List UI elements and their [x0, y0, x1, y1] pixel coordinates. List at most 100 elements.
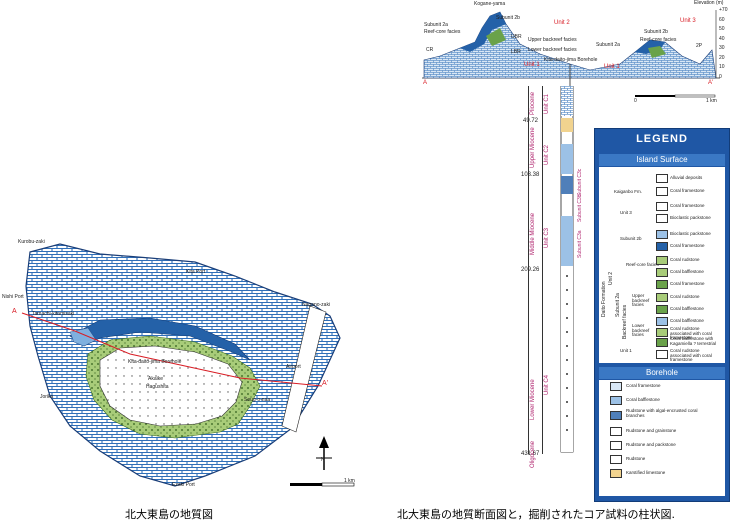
label-nagano-zaki: Nagano-zaki	[302, 302, 331, 308]
label-kita-port: Kita Port	[186, 269, 206, 275]
map-caption: 北大東島の地質図	[125, 508, 213, 521]
legend-unit-unit1: Unit 1	[620, 348, 632, 353]
legend-label-2b-frame: Coral framestone	[670, 243, 705, 248]
epoch-oligocene: Oligocene	[530, 440, 536, 468]
sec-subunit2a-mid: Subunit 2a	[596, 42, 620, 48]
unit-c2: Unit C2	[544, 144, 550, 165]
legend-label-ub-baffle: Coral bafflestone	[670, 306, 704, 311]
epoch-pliocene: Pliocene	[530, 91, 536, 115]
legend-bh-label-2: Rudstone with algal-encrusted coral bran…	[626, 408, 698, 418]
sec-reefcore-right: Reef-core facies	[640, 37, 677, 43]
unit-c3: Unit C3	[544, 227, 550, 248]
label-north: N	[321, 457, 325, 463]
legend-bh-swatch-4	[610, 441, 622, 450]
legend-borehole-rows: Coral framestone Coral bafflestone Rudst…	[598, 379, 724, 495]
legend-swatch-alluvial	[656, 174, 668, 183]
epoch-middle-miocene: Middle Miocene	[530, 212, 536, 255]
legend-label-ub-rud: Coral rudstone	[670, 294, 700, 299]
subunit-c3c: Subunit C3c	[577, 168, 583, 196]
reef-rim	[69, 317, 251, 361]
sec-subunit2b-right: Subunit 2b	[644, 29, 668, 35]
legend-borehole: Borehole	[599, 367, 725, 379]
sec-elev-title: Elevation (m)	[694, 0, 724, 6]
legend-swatch-ub-rud	[656, 293, 668, 302]
legend-label-kaiganbo: Coral framestone	[670, 188, 705, 193]
unit-c4: Unit C4	[544, 374, 550, 395]
north-arrow-icon	[316, 436, 332, 470]
core-depth-3: 209.26	[521, 267, 540, 273]
sec-a: A	[423, 80, 428, 86]
legend-label-lb-baffle: Coral bafflestone	[670, 318, 704, 323]
label-ezaki-port: Ezaki Port	[172, 482, 195, 488]
sec-lower-backreef: Lower backreef facies	[528, 47, 577, 53]
sec-scale-1: 1 km	[706, 98, 717, 104]
legend-label-rc-rud: Coral rudstone	[670, 257, 700, 262]
map-scale-label: 1 km	[344, 478, 355, 484]
sec-borehole: Kita-daito-jima Borehole	[544, 57, 598, 63]
legend-swatch-u1	[656, 350, 668, 359]
legend-title: LEGEND	[636, 133, 688, 145]
legend-swatch-lb-kag	[656, 338, 668, 347]
section-line	[21, 312, 323, 387]
label-akaike: Akaike	[148, 376, 164, 382]
legend-label-u1: Coral rudstone associated with coral fra…	[670, 348, 712, 362]
legend-swatch-u3-frame	[656, 202, 668, 211]
legend-island-surface: Island Surface	[599, 154, 725, 166]
legend-swatch-2b-frame	[656, 242, 668, 251]
legend-label-alluvial: Alluvial deposits	[670, 175, 703, 180]
legend-label-lb-rud: Coral rudstone associated with coral fra…	[670, 326, 712, 340]
legend-unit-reefcore: Reef-core facies	[626, 262, 659, 267]
sec-cr: CR	[426, 47, 434, 53]
legend-bh-swatch-3	[610, 427, 622, 436]
core-depth-2: 103.38	[521, 172, 540, 178]
legend-swatch-2b-pack	[656, 230, 668, 239]
sec-elev-tick-6: 10	[719, 64, 725, 70]
label-borehole-map: Kita-daito-jima Borehole	[128, 359, 182, 365]
sec-kogane: Kogane-yama	[474, 1, 506, 7]
legend-surface-rows: Kaiganbo Fm. Unit 3 Subunit 2b Reef-core…	[598, 166, 724, 362]
sec-a-prime: A'	[708, 80, 714, 86]
legend-swatch-lb-rud	[656, 328, 668, 337]
legend-label-rc-baffle: Coral bafflestone	[670, 269, 704, 274]
sec-scale-0: 0	[634, 98, 637, 104]
epoch-lower-miocene: Lower Miocene	[530, 379, 536, 420]
sec-elev-tick-4: 30	[719, 45, 725, 51]
legend-swatch-rc-baffle	[656, 268, 668, 277]
legend-swatch-rc-rud	[656, 256, 668, 265]
legend-bh-swatch-2	[610, 411, 622, 420]
legend-bh-label-3: Rudstone and grainstone	[626, 428, 677, 433]
label-hagushita: Hagushita	[146, 384, 169, 390]
label-point-a: A	[12, 308, 17, 315]
legend-swatch-rc-frame	[656, 280, 668, 289]
legend-unit-subunit2b: Subunit 2b	[620, 236, 642, 241]
legend-label-u3-frame: Coral framestone	[670, 203, 705, 208]
legend-bh-swatch-6	[610, 469, 622, 478]
label-point-a-prime: A'	[322, 380, 329, 387]
sec-elev-tick-3: 40	[719, 36, 725, 42]
core-depth-4: 431.67	[521, 451, 540, 457]
label-kurobu-zaki: Kurobu-zaki	[18, 239, 45, 245]
legend-unit-upper-backreef: Upper backreef facies	[632, 293, 650, 307]
legend-swatch-kaiganbo	[656, 187, 668, 196]
legend-bh-label-5: Rudstone	[626, 456, 646, 461]
sec-unit1-right: Unit 1	[604, 64, 620, 70]
legend-unit-kaiganbo: Kaiganbo Fm.	[614, 189, 643, 194]
core-column	[560, 86, 574, 453]
sec-unit3: Unit 3	[680, 18, 696, 24]
sec-reefcore-left: Reef-core facies	[424, 29, 461, 35]
epoch-upper-miocene: Upper Miocene	[530, 127, 536, 168]
section-caption: 北大東島の地質断面図と，掘削されたコア試料の柱状図.	[397, 508, 676, 521]
label-airport: Airport	[286, 364, 301, 370]
legend-bh-swatch-0	[610, 382, 622, 391]
geologic-map	[21, 243, 355, 487]
legend-unit-lower-backreef: Lower backreef facies	[632, 323, 650, 337]
label-nishi-port: Nishi Port	[2, 294, 24, 300]
sec-elev-tick-1: 60	[719, 17, 725, 23]
subunit-c3a: Subunit C3a	[577, 230, 583, 258]
airport-strip	[281, 305, 327, 433]
legend-label-lb-kag: Coral bafflestone with Kagamiella ? terr…	[670, 336, 717, 346]
lightblue-patch	[69, 327, 97, 347]
legend-bh-label-1: Coral bafflestone	[626, 397, 660, 402]
legend-swatch-u3-pack	[656, 214, 668, 223]
sec-elev-tick-7: 0	[719, 74, 722, 80]
